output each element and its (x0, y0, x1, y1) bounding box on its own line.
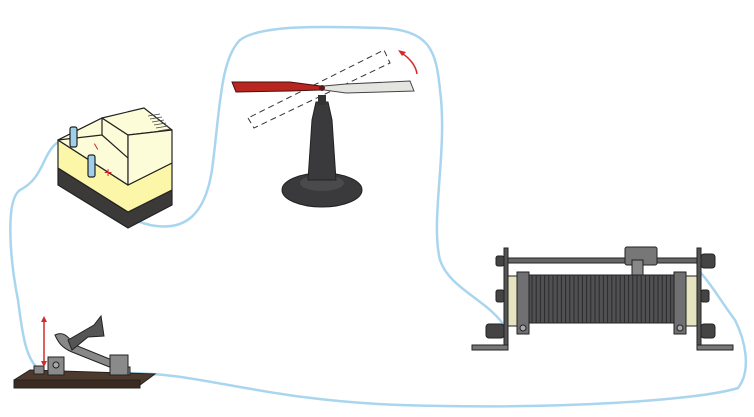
positive-label: + (104, 164, 112, 180)
negative-terminal[interactable] (69, 126, 78, 148)
rheostat (471, 246, 734, 351)
resistance-coil (528, 274, 675, 324)
left-terminal[interactable] (485, 323, 505, 339)
needle-north[interactable] (231, 81, 321, 93)
needle-ghost (247, 49, 391, 129)
positive-terminal[interactable] (87, 154, 96, 178)
stand-pillar (307, 101, 337, 181)
needle-south[interactable] (323, 80, 415, 94)
magnetic-needle (231, 49, 418, 208)
power-supply: − + (57, 107, 173, 229)
wire-rheostat-to-supply (90, 25, 509, 332)
switch-handle[interactable] (67, 314, 105, 351)
wires (9, 25, 748, 408)
right-terminal[interactable] (700, 323, 716, 339)
wire-supply-to-switch (9, 136, 74, 372)
switch (13, 314, 157, 389)
wire-switch-to-rheostat (123, 270, 748, 408)
